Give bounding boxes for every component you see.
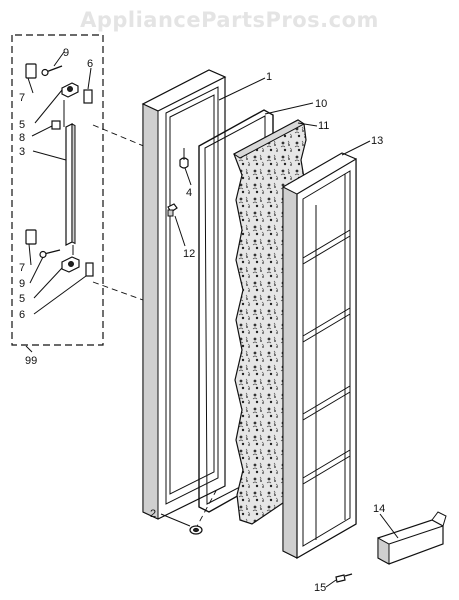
main-leader-lines bbox=[160, 77, 399, 588]
watermark-logo: AppliancePartsPros.com bbox=[80, 8, 379, 32]
part-8 bbox=[51, 120, 61, 130]
callout-12: 12 bbox=[183, 248, 195, 260]
kit-99-boundary bbox=[11, 34, 104, 346]
callout-3: 3 bbox=[19, 146, 25, 158]
callout-6-bottom: 6 bbox=[19, 309, 25, 321]
part-3-bar bbox=[65, 123, 73, 246]
part-9-top bbox=[45, 65, 63, 73]
callout-7-top: 7 bbox=[19, 92, 25, 104]
callout-1: 1 bbox=[266, 71, 272, 83]
part-2-plug bbox=[189, 525, 203, 535]
callout-5-bottom: 5 bbox=[19, 293, 25, 305]
part-6-top bbox=[83, 89, 93, 104]
kit-callouts: 9 6 7 5 8 3 7 9 5 6 99 bbox=[19, 47, 93, 367]
part-13-door-liner bbox=[282, 152, 357, 560]
part-7-bottom bbox=[25, 229, 37, 245]
part-7-top bbox=[25, 63, 37, 79]
callout-15: 15 bbox=[314, 582, 326, 594]
callout-2: 2 bbox=[150, 508, 156, 520]
part-14-door-bin bbox=[377, 511, 447, 565]
hinge-kit-parts bbox=[25, 63, 94, 277]
callout-5-top: 5 bbox=[19, 119, 25, 131]
callout-4: 4 bbox=[186, 187, 192, 199]
callout-13: 13 bbox=[371, 135, 383, 147]
callout-6-top: 6 bbox=[87, 58, 93, 70]
part-15-screw bbox=[335, 573, 353, 583]
callout-99: 99 bbox=[25, 355, 37, 367]
part-4-bumper bbox=[179, 148, 189, 169]
part-1-door-panel bbox=[141, 69, 227, 520]
main-callouts: 1 10 11 13 4 12 2 14 15 bbox=[150, 71, 385, 594]
callout-14: 14 bbox=[373, 503, 385, 515]
part-6-bottom bbox=[85, 262, 94, 277]
part-12-clip bbox=[167, 203, 178, 217]
kit-leader-lines bbox=[25, 51, 92, 353]
callout-9-bottom: 9 bbox=[19, 278, 25, 290]
callout-11: 11 bbox=[318, 120, 329, 132]
part-9-bottom bbox=[43, 249, 61, 255]
callout-9-top: 9 bbox=[63, 47, 69, 59]
callout-10: 10 bbox=[315, 98, 327, 110]
callout-7-bottom: 7 bbox=[19, 262, 25, 274]
callout-8: 8 bbox=[19, 132, 25, 144]
